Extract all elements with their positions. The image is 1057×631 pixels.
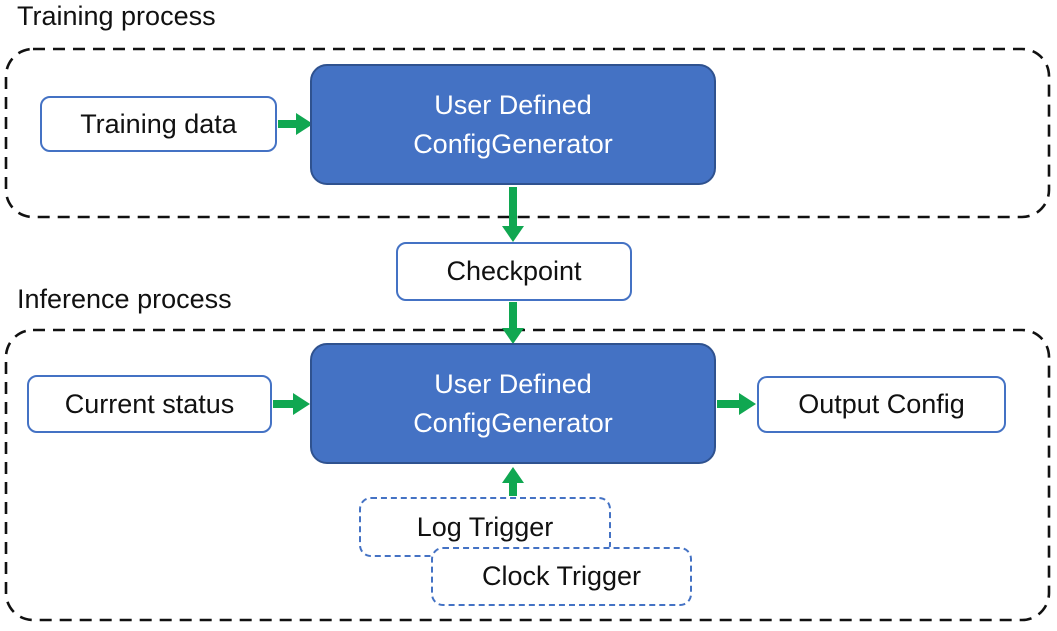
- inference-process-title: Inference process: [17, 284, 232, 314]
- output-config-box: Output Config: [757, 376, 1006, 433]
- checkpoint-box: Checkpoint: [396, 242, 632, 301]
- current-status-box: Current status: [27, 375, 272, 433]
- arrow-generator-to-output-config: [717, 393, 756, 415]
- arrow-training-data-to-generator: [278, 113, 313, 135]
- clock-trigger-box: Clock Trigger: [431, 547, 692, 606]
- training-process-title: Training process: [17, 1, 216, 31]
- training-process-container: [4, 47, 1051, 219]
- arrow-generator-to-checkpoint: [502, 187, 524, 242]
- inference-config-generator-box: User Defined ConfigGenerator: [310, 343, 716, 464]
- training-data-box: Training data: [40, 96, 277, 152]
- inference-config-generator-label: User Defined ConfigGenerator: [413, 369, 613, 438]
- training-config-generator-label: User Defined ConfigGenerator: [413, 90, 613, 159]
- arrow-current-status-to-generator: [273, 393, 310, 415]
- arrow-checkpoint-to-inference-generator: [502, 302, 524, 344]
- inference-process-container: [4, 328, 1051, 622]
- training-config-generator-box: User Defined ConfigGenerator: [310, 64, 716, 185]
- arrow-log-trigger-to-generator: [502, 467, 524, 496]
